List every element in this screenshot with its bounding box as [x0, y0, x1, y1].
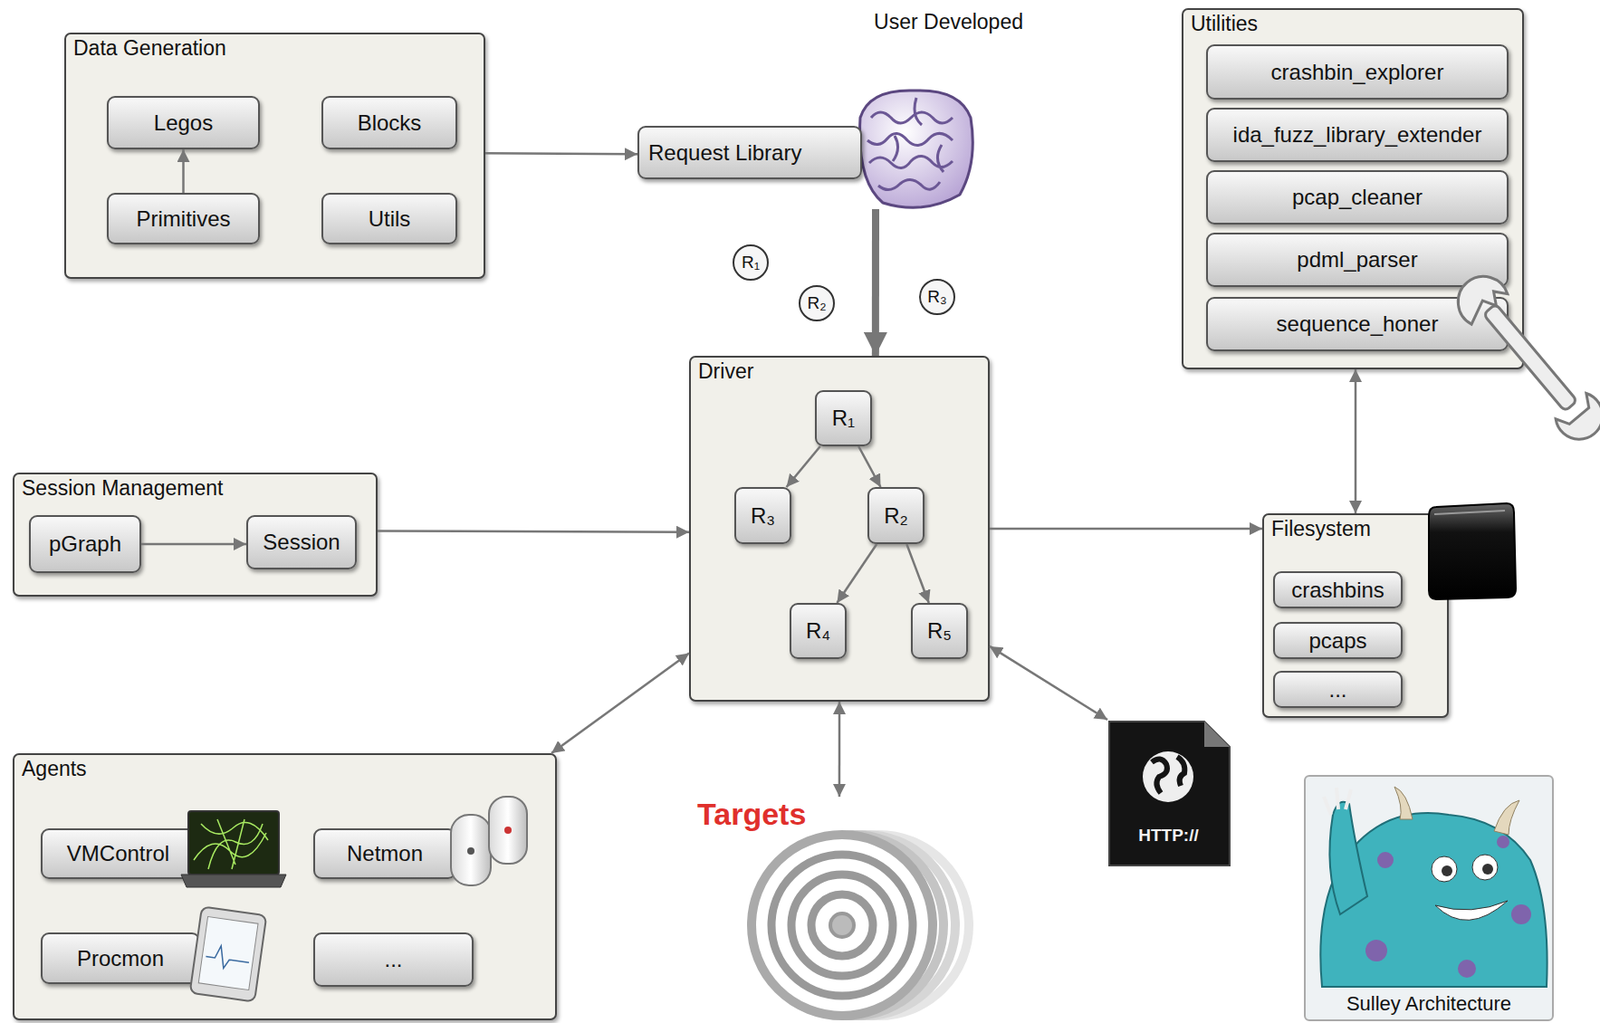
connector-arrow [786, 446, 821, 488]
node-label: R₃ [750, 503, 776, 529]
request-token: R₃ [919, 278, 956, 316]
node-label: Utils [368, 206, 412, 232]
group-title: Agents [21, 756, 548, 782]
connector-arrow [871, 209, 880, 356]
request-box: R₅ [910, 603, 968, 660]
group-title: User Developed [12, 8, 1035, 35]
target-rings [751, 834, 969, 1016]
node-label: R₄ [805, 618, 831, 644]
agent-box: VMControl [40, 828, 196, 880]
request-token: R₁ [732, 244, 769, 281]
request-box: R₁ [814, 390, 872, 447]
laptop-icon [181, 811, 287, 888]
node-label: Targets [697, 796, 806, 833]
node-label: R₅ [927, 618, 952, 644]
node-label: ... [1328, 677, 1347, 703]
agent-box: Procmon [40, 932, 201, 985]
request-token: R₂ [798, 285, 835, 322]
node-label: crashbins [1291, 577, 1385, 604]
node-label: Procmon [76, 946, 164, 972]
connector-arrow [858, 446, 881, 488]
speaker-icon [450, 796, 527, 886]
group-panel: AgentsVMControl NetmonProcmon... [12, 753, 557, 1021]
connector-arrow [1354, 369, 1358, 514]
node-label: pcaps [1308, 628, 1367, 654]
agent-box: ... [313, 932, 474, 987]
node-label: R₂ [806, 293, 826, 314]
drive-icon [1428, 503, 1516, 600]
node-label: Session [262, 529, 340, 556]
connector-arrow [377, 530, 690, 532]
http-document-icon [1109, 721, 1230, 866]
group-panel: Session Management pGraph Session [12, 472, 378, 597]
connector-arrow [182, 149, 185, 193]
node-label: pdml_parser [1296, 247, 1418, 273]
request-box: R₃ [734, 487, 792, 545]
request-box: R₂ [867, 487, 925, 545]
node-label: Primitives [135, 206, 230, 232]
node-label: R₁ [832, 405, 855, 432]
node-label: ... [383, 947, 403, 973]
group-title: Data Generation [73, 36, 477, 61]
node-label: Netmon [346, 841, 423, 867]
connector-arrow [989, 527, 1263, 531]
node-label: pcap_cleaner [1292, 184, 1423, 211]
connector-arrow [906, 544, 929, 604]
monster-illustration [1320, 786, 1547, 987]
node-label: pGraph [48, 531, 122, 557]
utility-box: crashbin_explorer [1206, 44, 1509, 100]
utility-box: ida_fuzz_library_extender [1206, 107, 1509, 163]
node-label: sequence_honer [1276, 311, 1439, 337]
brain-cube [860, 90, 974, 208]
connector-arrow [838, 701, 842, 797]
node-label: crashbin_explorer [1271, 59, 1445, 86]
group-title: Utilities [1190, 11, 1515, 37]
utility-box: pcap_cleaner [1206, 170, 1509, 225]
tablet-icon [190, 906, 268, 1002]
file-box: ... [1273, 670, 1403, 709]
connector-arrow [836, 544, 877, 604]
component-box: Legos [106, 95, 260, 150]
node-label: ida_fuzz_library_extender [1233, 122, 1483, 148]
node-label: R₂ [883, 503, 909, 529]
connector-arrow [141, 543, 247, 547]
node-label: R₃ [927, 287, 947, 307]
connector-arrow [551, 653, 690, 754]
request-box: R₄ [789, 603, 847, 660]
node-label: VMControl [67, 841, 170, 867]
component-box: pGraph [28, 515, 142, 574]
utility-box: pdml_parser [1206, 232, 1509, 288]
connector-arrow [989, 646, 1108, 720]
group-title: Filesystem [1271, 517, 1440, 542]
node-label: Sulley Architecture [1342, 992, 1515, 1016]
file-box: crashbins [1273, 571, 1403, 609]
node-label: Blocks [357, 110, 422, 136]
component-box: Primitives [106, 192, 260, 245]
driver-panel: DriverR₁ R₃ R₂ R₄ R₅ [689, 355, 990, 702]
component-box: Session [246, 515, 357, 570]
node-label: R₁ [741, 252, 760, 273]
group-panel: Filesystem crashbins pcaps... [1262, 513, 1449, 719]
agent-box: Netmon [313, 828, 457, 880]
node-label: HTTP:// [1138, 825, 1199, 846]
group-panel: Data GenerationLegos BlocksPrimitives Util… [64, 32, 486, 279]
component-box: Utils [321, 192, 458, 245]
group-title: Session Management [21, 476, 369, 501]
node-label: Request Library [637, 125, 863, 180]
component-box: Blocks [321, 95, 458, 150]
file-box: pcaps [1273, 622, 1403, 660]
node-label: Legos [153, 110, 213, 136]
group-title: Driver [698, 359, 981, 384]
connector-arrow [485, 152, 638, 155]
wrench-icon [1447, 266, 1600, 451]
